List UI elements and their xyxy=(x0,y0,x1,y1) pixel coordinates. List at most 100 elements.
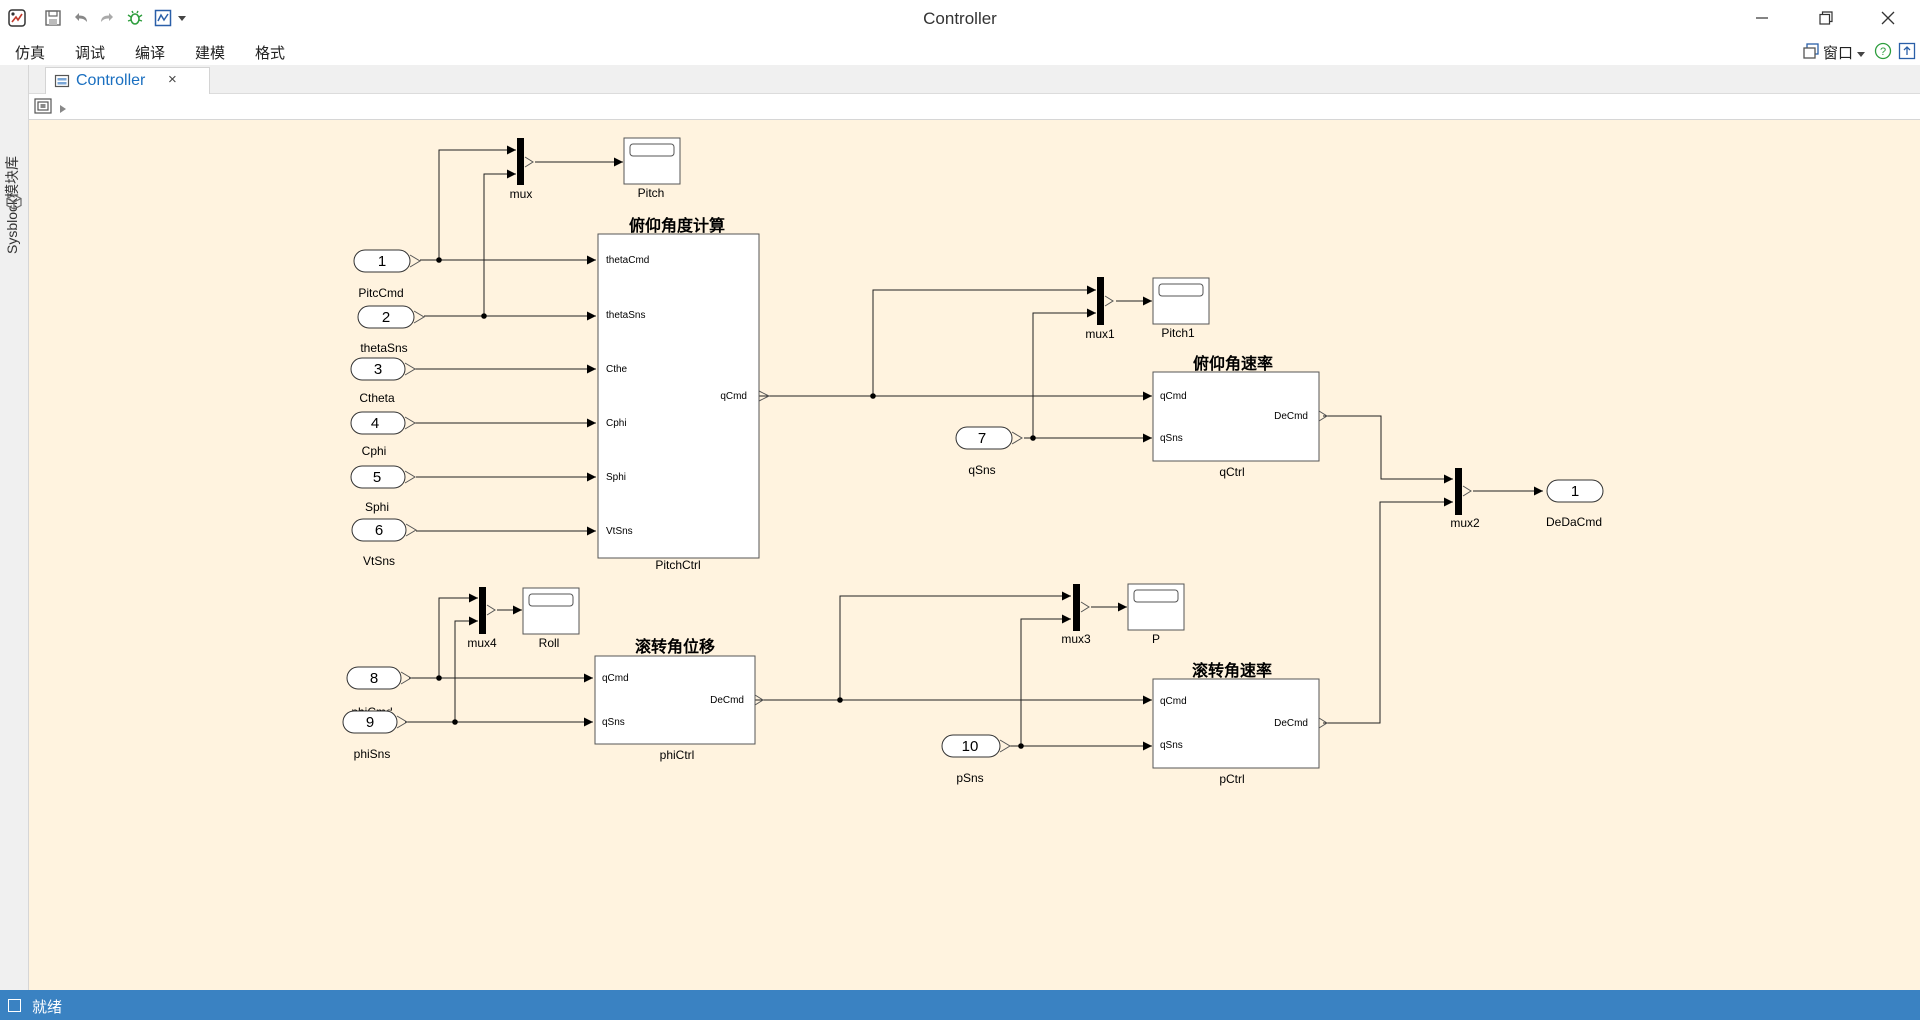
port-label: qCmd xyxy=(1160,696,1187,707)
inport-number: 10 xyxy=(962,738,979,755)
menu-debug[interactable]: 调试 xyxy=(75,45,106,62)
inport-4[interactable]: 4 Cphi xyxy=(350,411,416,458)
close-button[interactable] xyxy=(1860,0,1916,36)
save-icon[interactable] xyxy=(42,7,64,29)
mux-block[interactable]: mux xyxy=(510,138,534,201)
inport-label: PitcCmd xyxy=(358,286,403,300)
menu-compile[interactable]: 编译 xyxy=(135,45,166,62)
menu-format[interactable]: 格式 xyxy=(255,45,286,62)
model-icon xyxy=(54,73,70,89)
menu-bar: 仿真 调试 编译 建模 格式 窗口 ? xyxy=(0,37,1920,65)
scope-roll[interactable]: Roll xyxy=(522,587,580,650)
subsystem-pctrl[interactable]: 滚转角速率 qCmd qSns DeCmd pCtrl xyxy=(1152,661,1328,786)
subsystem-title: 滚转角位移 xyxy=(635,637,715,656)
subsystem-name: pCtrl xyxy=(1219,772,1244,786)
app-icon[interactable] xyxy=(6,7,28,29)
inport-label: VtSns xyxy=(363,554,395,568)
mux2-block[interactable]: mux2 xyxy=(1450,468,1480,530)
inport-number: 4 xyxy=(371,415,379,432)
inport-label: Cphi xyxy=(362,444,387,458)
port-label: Cphi xyxy=(606,418,627,429)
debug-bug-icon[interactable] xyxy=(124,7,146,29)
cube-icon[interactable] xyxy=(5,193,23,216)
outport-number: 1 xyxy=(1571,483,1579,500)
scope-label: P xyxy=(1152,632,1160,646)
mux-label: mux3 xyxy=(1061,632,1091,646)
restore-button[interactable] xyxy=(1798,0,1854,36)
scope-label: Pitch1 xyxy=(1161,326,1195,340)
inport-label: Ctheta xyxy=(359,391,395,405)
inport-5[interactable]: 5 Sphi xyxy=(350,465,416,514)
port-label: qCmd xyxy=(1160,391,1187,402)
model-canvas[interactable]: 1 PitcCmd 2 thetaSns 3 Ctheta 4 Cphi 5 S… xyxy=(29,120,1920,990)
inport-number: 8 xyxy=(370,670,378,687)
redo-icon[interactable] xyxy=(96,7,118,29)
status-text: 就绪 xyxy=(32,999,63,1016)
outport-label: DeDaCmd xyxy=(1546,515,1602,529)
help-icon[interactable]: ? xyxy=(1874,42,1892,65)
scope-icon[interactable] xyxy=(152,7,174,29)
inport-label: phiSns xyxy=(354,747,391,761)
inport-number: 5 xyxy=(373,469,381,486)
hide-browser-icon[interactable] xyxy=(34,98,52,119)
window-dropdown-icon[interactable] xyxy=(1856,46,1866,64)
status-bar: 就绪 xyxy=(0,990,1920,1020)
mux-label: mux1 xyxy=(1085,327,1115,341)
mux4-block[interactable]: mux4 xyxy=(467,587,497,650)
inport-7[interactable]: 7 qSns xyxy=(955,426,1023,477)
port-label: thetaSns xyxy=(606,310,645,321)
scope-pitch[interactable]: Pitch xyxy=(623,137,681,200)
scope-p[interactable]: P xyxy=(1127,583,1185,646)
inport-label: thetaSns xyxy=(360,341,407,355)
undo-icon[interactable] xyxy=(70,7,92,29)
outport-1[interactable]: 1 DeDaCmd xyxy=(1546,479,1604,529)
inport-number: 9 xyxy=(366,714,374,731)
inport-label: Sphi xyxy=(365,500,389,514)
svg-text:?: ? xyxy=(1880,46,1886,58)
inport-10[interactable]: 10 pSns xyxy=(941,734,1011,785)
window-layout-icon[interactable] xyxy=(1802,42,1820,60)
menu-window[interactable]: 窗口 xyxy=(1823,45,1854,62)
dropdown-icon[interactable] xyxy=(176,7,188,29)
tab-close-icon[interactable]: × xyxy=(168,71,177,88)
inport-9[interactable]: 9 phiCmd phiSns xyxy=(342,705,408,761)
mux3-block[interactable]: mux3 xyxy=(1061,584,1091,646)
port-label: DeCmd xyxy=(1274,718,1308,729)
inport-1[interactable]: 1 PitcCmd xyxy=(353,249,421,300)
export-icon[interactable] xyxy=(1898,42,1916,65)
port-label: qCmd xyxy=(720,391,747,402)
inport-3[interactable]: 3 Ctheta xyxy=(350,357,416,405)
inport-6[interactable]: 6 VtSns xyxy=(351,518,417,568)
port-label: qSns xyxy=(1160,433,1183,444)
port-label: Cthe xyxy=(606,364,628,375)
minimize-button[interactable] xyxy=(1734,0,1790,36)
mux-label: mux xyxy=(510,187,533,201)
menu-simulation[interactable]: 仿真 xyxy=(15,45,46,62)
scope-label: Pitch xyxy=(638,186,665,200)
subsystem-title: 俯仰角度计算 xyxy=(629,216,725,235)
mux1-block[interactable]: mux1 xyxy=(1085,277,1115,341)
inport-number: 7 xyxy=(978,430,986,447)
inport-label: pSns xyxy=(956,771,983,785)
block-diagram[interactable]: 1 PitcCmd 2 thetaSns 3 Ctheta 4 Cphi 5 S… xyxy=(29,120,1920,990)
subsystem-pitchctrl[interactable]: 俯仰角度计算 thetaCmd thetaSns Cthe Cphi Sphi … xyxy=(597,216,771,572)
port-label: thetaCmd xyxy=(606,255,649,266)
tab-controller[interactable]: Controller × xyxy=(45,67,210,94)
subsystem-title: 俯仰角速率 xyxy=(1193,354,1273,373)
port-label: qCmd xyxy=(602,673,629,684)
side-panel: Sysblock模块库 xyxy=(0,65,29,990)
status-indicator-icon xyxy=(8,999,21,1012)
inport-8[interactable]: 8 xyxy=(346,666,412,690)
port-label: qSns xyxy=(602,717,625,728)
port-label: qSns xyxy=(1160,740,1183,751)
subsystem-qctrl[interactable]: 俯仰角速率 qCmd qSns DeCmd qCtrl xyxy=(1152,354,1328,479)
scope-pitch1[interactable]: Pitch1 xyxy=(1152,277,1210,340)
tab-label: Controller xyxy=(76,72,146,89)
subsystem-phictrl[interactable]: 滚转角位移 qCmd qSns DeCmd phiCtrl xyxy=(594,637,764,762)
port-label: Sphi xyxy=(606,472,626,483)
inport-2[interactable]: 2 thetaSns xyxy=(357,305,425,355)
menu-modeling[interactable]: 建模 xyxy=(195,45,226,62)
scope-label: Roll xyxy=(539,636,560,650)
mux-label: mux2 xyxy=(1450,516,1480,530)
breadcrumb-arrow-icon[interactable] xyxy=(59,101,67,119)
